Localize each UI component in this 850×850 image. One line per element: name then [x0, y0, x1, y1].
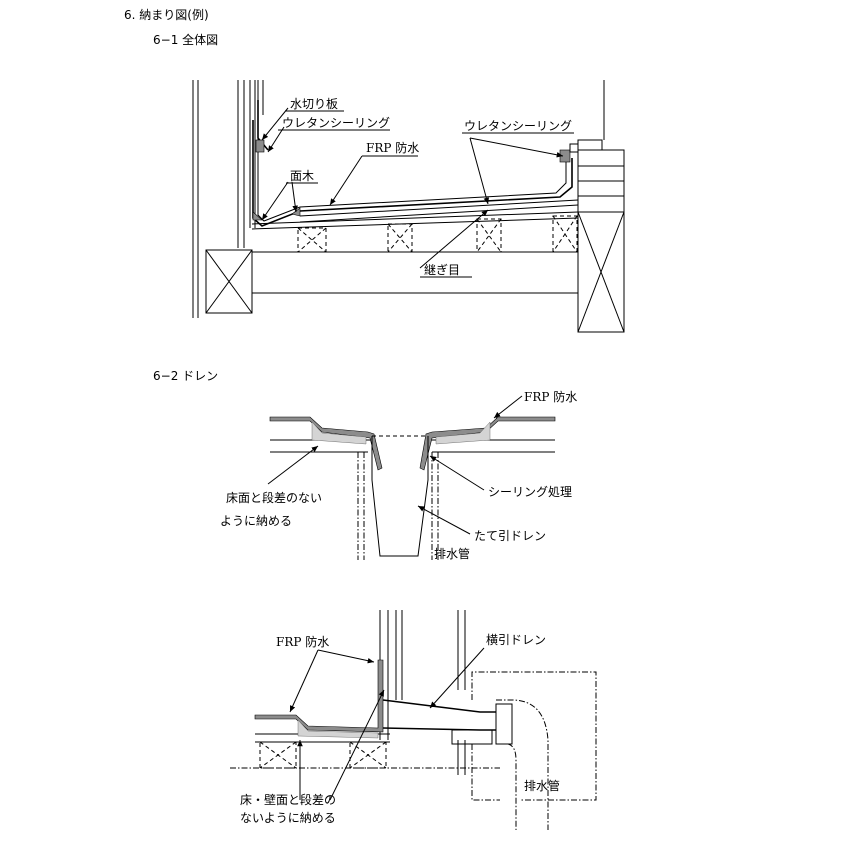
label-fillet: 面木 — [290, 169, 314, 183]
overall-diagram: 水切り板 ウレタンシーリング FRP 防水 面木 ウレタンシーリング 継ぎ目 — [192, 80, 625, 333]
vd-label-sealing: シーリング処理 — [488, 485, 572, 499]
hd-label-flush-1: 床・壁面と段差の — [240, 792, 336, 807]
vd-label-flush-1: 床面と段差のない — [226, 490, 322, 505]
label-joint: 継ぎ目 — [424, 262, 460, 277]
hd-label-pipe: 排水管 — [524, 778, 560, 793]
hd-label-flush-2: ないように納める — [240, 811, 336, 825]
overall-heading: 6−1 全体図 — [153, 33, 219, 47]
vd-label-flush-2: ように納める — [220, 514, 292, 528]
label-urethane-sealing-right: ウレタンシーリング — [464, 119, 572, 133]
hd-label-frp: FRP 防水 — [276, 634, 329, 649]
hd-label-drain: 横引ドレン — [486, 633, 546, 647]
section-title: 6. 納まり図(例) — [124, 8, 209, 22]
label-urethane-sealing-left: ウレタンシーリング — [282, 116, 390, 130]
label-flashing: 水切り板 — [290, 97, 338, 111]
horizontal-drain-diagram: FRP 防水 横引ドレン 排水管 床・壁面と段差の ないように納める — [230, 610, 597, 830]
label-frp-waterproofing: FRP 防水 — [366, 140, 419, 155]
vd-label-frp: FRP 防水 — [524, 389, 577, 404]
vertical-drain-diagram: FRP 防水 床面と段差のない ように納める シーリング処理 たて引ドレン 排水… — [220, 389, 577, 561]
vd-label-pipe: 排水管 — [434, 546, 470, 561]
vd-label-drain: たて引ドレン — [474, 529, 546, 543]
drain-heading: 6−2 ドレン — [153, 369, 219, 383]
